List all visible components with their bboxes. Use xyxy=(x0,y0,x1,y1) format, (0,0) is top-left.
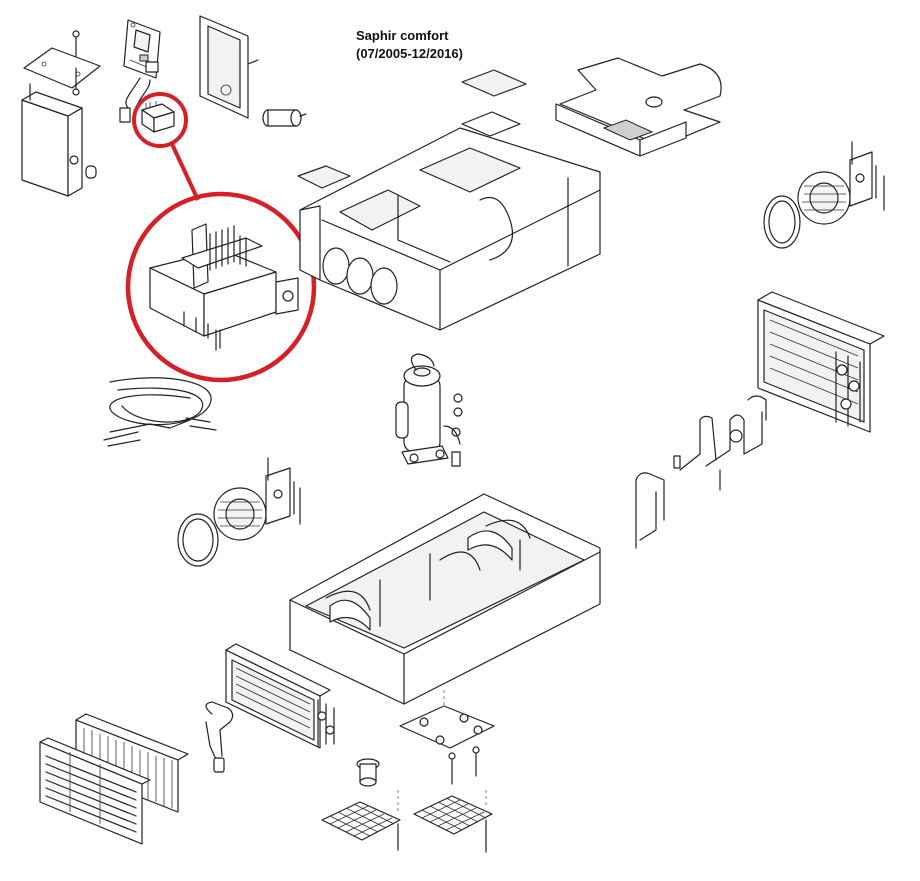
transformer-highlight xyxy=(125,92,317,383)
electronics-cover[interactable] xyxy=(21,83,97,197)
control-board[interactable] xyxy=(119,19,161,123)
wiring-harness[interactable] xyxy=(103,377,217,447)
mesh-filter[interactable] xyxy=(321,795,493,853)
blower-bottom[interactable] xyxy=(177,457,301,567)
assembly-guide-lines xyxy=(397,690,487,812)
transformer-enlarged[interactable] xyxy=(149,223,299,351)
top-housing[interactable] xyxy=(299,111,601,331)
air-filter[interactable] xyxy=(75,713,189,813)
diagram-title: Saphir comfort (07/2005-12/2016) xyxy=(356,27,463,63)
grille[interactable] xyxy=(39,737,151,845)
blower-top[interactable] xyxy=(763,141,885,249)
refrigerant-pipes[interactable] xyxy=(635,395,767,549)
production-period: (07/2005-12/2016) xyxy=(356,46,463,61)
evaporator[interactable] xyxy=(757,291,885,433)
filter-pad[interactable] xyxy=(297,69,527,189)
bottom-housing[interactable] xyxy=(289,493,601,705)
condenser[interactable] xyxy=(225,643,335,749)
sensor[interactable] xyxy=(205,701,234,773)
rear-panel[interactable] xyxy=(199,15,259,119)
model-name: Saphir comfort xyxy=(356,28,449,43)
capacitor[interactable] xyxy=(262,109,307,127)
top-cover[interactable] xyxy=(555,57,722,157)
compressor[interactable] xyxy=(395,353,463,467)
drain-plug[interactable] xyxy=(356,758,380,787)
base-plate[interactable] xyxy=(399,705,495,785)
transformer-small[interactable] xyxy=(141,101,175,133)
mounting-plate[interactable] xyxy=(23,30,101,96)
